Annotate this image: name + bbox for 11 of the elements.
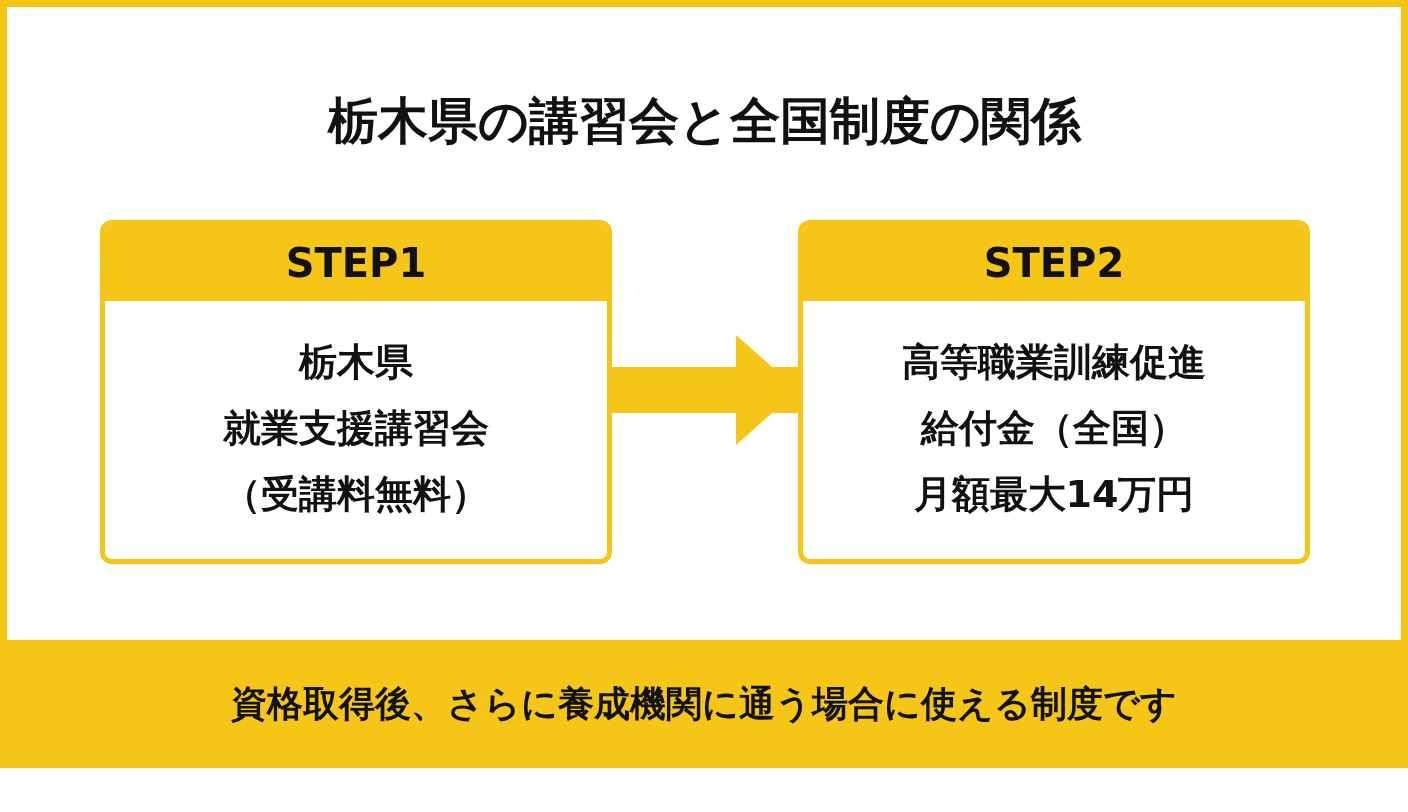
step-header: STEP1 <box>105 225 607 301</box>
step-text: 高等職業訓練促進給付金（全国） <box>901 339 1207 452</box>
step-text: 栃木県 <box>299 339 413 386</box>
step-box <box>798 220 1310 564</box>
step-text: （受講料無料） <box>223 471 489 518</box>
step-text: 就業支援講習会 <box>223 405 489 452</box>
step-header: STEP2 <box>803 225 1305 301</box>
step-text: 月額最大14万円 <box>912 471 1196 518</box>
arrow <box>612 335 798 445</box>
title: 栃木県の講習会と全国制度の関係 <box>326 91 1083 152</box>
step-box <box>100 220 612 564</box>
